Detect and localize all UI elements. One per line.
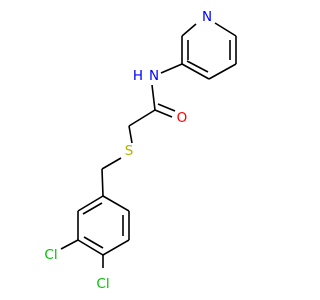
amide-nitrogen-label: N (149, 68, 159, 84)
bond-ar3-cl (60, 239, 79, 250)
bond-carbonyl-o-1 (154, 109, 173, 118)
bond-ar1-ar2 (77, 195, 104, 212)
bond-carbonyl-o-2 (157, 103, 176, 112)
canvas-background (0, 0, 300, 300)
bond-ar3-ar4-inner (83, 236, 104, 249)
chlorine-4-label: Cl (96, 276, 109, 292)
chlorine-3-label: Cl (44, 247, 57, 263)
bond-ch2-s (128, 125, 133, 144)
bond-carbonyl-ch2 (128, 109, 156, 127)
bond-s-ch2 (101, 157, 122, 170)
thioether-sulfur-label: S (125, 143, 134, 159)
bond-ar3-ar4 (77, 239, 104, 256)
bond-nh-carbonyl (151, 84, 156, 111)
bond-c4-c3 (181, 63, 210, 80)
amide-hydrogen-label: H (133, 68, 143, 84)
bonds (60, 22, 237, 268)
bond-ch2-aryl (101, 168, 104, 197)
molecule-structure: N N H O S Cl Cl (0, 0, 300, 300)
bond-c5-c4 (208, 63, 237, 80)
pyridine-nitrogen-label: N (202, 9, 212, 25)
carbonyl-oxygen-label: O (177, 110, 188, 126)
bond-c4-c3-inner (186, 60, 209, 73)
atom-labels: N N H O S Cl Cl (44, 9, 212, 292)
bond-ring-nh (160, 63, 183, 74)
bond-c2-n1 (181, 23, 197, 37)
bond-n1-c6 (214, 22, 237, 37)
bond-ar4-ar5 (102, 239, 130, 256)
bond-ar6-ar1 (102, 195, 130, 212)
bond-ar1-ar2-inner (82, 202, 103, 215)
